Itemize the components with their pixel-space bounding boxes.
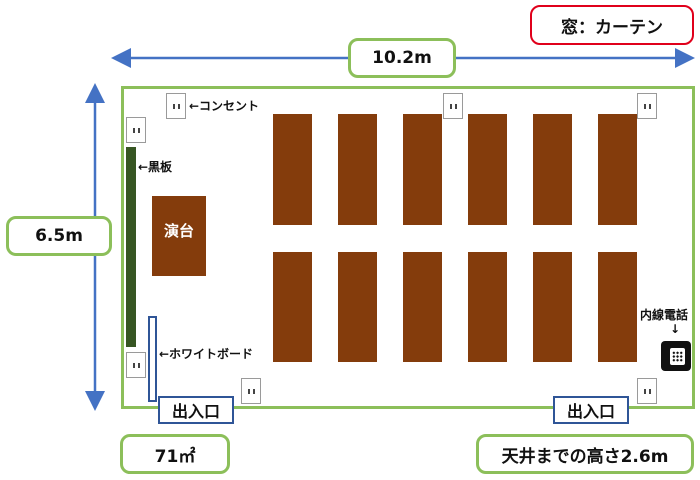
desk: [598, 114, 637, 225]
desk: [403, 252, 442, 362]
outlet-icon: [637, 93, 657, 119]
desk: [273, 252, 312, 362]
outlet-icon: [126, 352, 146, 378]
entrance-left: 出入口: [158, 396, 234, 424]
entrance-right: 出入口: [553, 396, 629, 424]
width-dimension-label: 10.2m: [348, 38, 456, 78]
phone-icon: [661, 341, 691, 371]
outlet-label: ←コンセント: [189, 99, 260, 113]
outlet-icon: [241, 378, 261, 404]
whiteboard-label: ←ホワイトボード: [159, 347, 254, 361]
desk: [273, 114, 312, 225]
window-curtain-note: 窓：カーテン: [530, 5, 694, 45]
desk: [533, 252, 572, 362]
phone-arrow: ↓: [670, 322, 681, 336]
desk: [533, 114, 572, 225]
ceiling-height-label: 天井までの高さ2.6m: [476, 434, 694, 474]
podium: 演台: [152, 196, 206, 276]
outlet-icon: [443, 93, 463, 119]
window-curtain-text: 窓：カーテン: [561, 17, 663, 38]
outlet-icon: [126, 117, 146, 143]
height-dimension-label: 6.5m: [6, 216, 112, 256]
desk: [598, 252, 637, 362]
desk: [468, 114, 507, 225]
desk: [338, 114, 377, 225]
blackboard-label: ←黒板: [138, 160, 173, 174]
blackboard: [126, 147, 136, 347]
area-label: 71㎡: [120, 434, 230, 474]
outlet-icon: [637, 378, 657, 404]
podium-label: 演台: [163, 222, 194, 240]
outlet-icon: [166, 93, 186, 119]
desk: [468, 252, 507, 362]
desk: [403, 114, 442, 225]
whiteboard: [148, 316, 157, 402]
desk: [338, 252, 377, 362]
phone-label: 内線電話: [640, 308, 689, 322]
